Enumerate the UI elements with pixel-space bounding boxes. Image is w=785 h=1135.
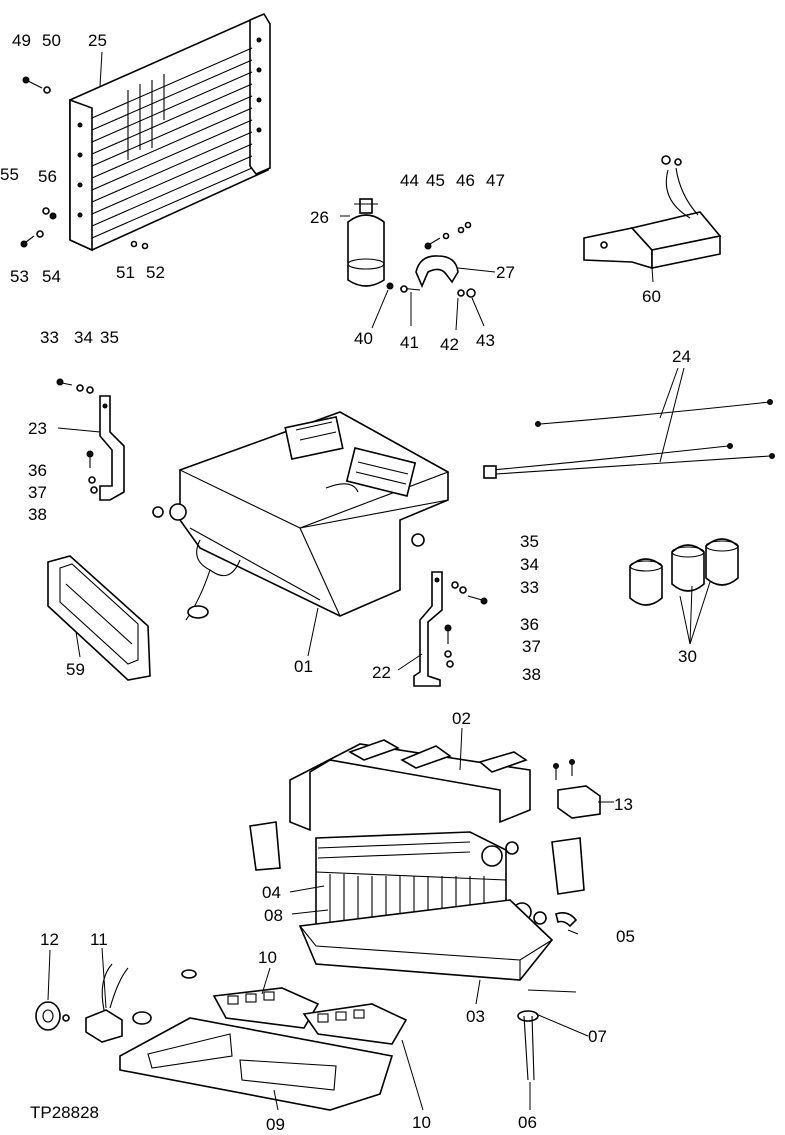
- callout-34-left: 34: [74, 328, 93, 347]
- callout-59: 59: [66, 660, 85, 679]
- callout-10-bottom: 10: [412, 1113, 431, 1132]
- callout-41: 41: [400, 333, 419, 352]
- callout-07: 07: [588, 1027, 607, 1046]
- callout-47: 47: [486, 171, 505, 190]
- switch-part-11: [85, 963, 152, 1043]
- motor-part-12: [35, 1001, 70, 1031]
- grille-part-59: [47, 555, 151, 681]
- mounting-bracket-part-22: [413, 571, 488, 687]
- callout-23: 23: [28, 419, 47, 438]
- callout-37-left: 37: [28, 483, 47, 502]
- callout-30: 30: [678, 647, 697, 666]
- switch-bracket-part-60: [583, 155, 722, 270]
- mounting-bracket-part-23: [56, 378, 125, 501]
- receiver-dryer-part-26: [347, 198, 385, 287]
- bottom-panel-part-09: [119, 1017, 394, 1111]
- callout-33-right: 33: [520, 578, 539, 597]
- ac-unit-assembly-part-01: [152, 411, 450, 621]
- callout-60: 60: [642, 287, 661, 306]
- clamp-part-27: [386, 221, 476, 298]
- callout-02: 02: [452, 709, 471, 728]
- callout-26: 26: [310, 208, 329, 227]
- bolt-part-49: [22, 76, 51, 94]
- callout-49: 49: [12, 31, 31, 50]
- callout-35-left: 35: [100, 328, 119, 347]
- callout-36-left: 36: [28, 461, 47, 480]
- resistor-part-13: [553, 759, 601, 819]
- callout-09: 09: [266, 1115, 285, 1134]
- drain-tube-part-06: [517, 1010, 539, 1081]
- callout-51: 51: [116, 263, 135, 282]
- callout-33-left: 33: [40, 328, 59, 347]
- upper-housing-part-02: [289, 739, 531, 832]
- callout-42: 42: [440, 335, 459, 354]
- callout-40: 40: [354, 329, 373, 348]
- callout-54: 54: [42, 267, 61, 286]
- callout-52: 52: [146, 263, 165, 282]
- callout-labels: 49 50 25 55 56 53 54 51 52 26 44 45 46 4…: [0, 31, 697, 1134]
- figure-id: TP28828: [30, 1103, 99, 1122]
- callout-27: 27: [496, 263, 515, 282]
- callout-01: 01: [294, 657, 313, 676]
- condenser-part-25: [69, 12, 271, 252]
- callout-35-right: 35: [520, 532, 539, 551]
- callout-25: 25: [88, 31, 107, 50]
- callout-10-top: 10: [258, 948, 277, 967]
- wire-harness-part-24: [483, 399, 775, 479]
- callout-53: 53: [10, 267, 29, 286]
- callout-06: 06: [518, 1113, 537, 1132]
- callout-44: 44: [400, 171, 419, 190]
- louvers-part-10: [181, 969, 408, 1045]
- callout-08: 08: [264, 906, 283, 925]
- callout-37-right: 37: [522, 637, 541, 656]
- callout-04: 04: [262, 883, 281, 902]
- callout-38-right: 38: [522, 665, 541, 684]
- callout-36-right: 36: [520, 615, 539, 634]
- isolators-part-30: [629, 538, 739, 606]
- callout-43: 43: [476, 331, 495, 350]
- side-gaskets-part-08: [249, 821, 585, 895]
- callout-13: 13: [614, 795, 633, 814]
- callout-45: 45: [426, 171, 445, 190]
- lower-housing-part-03: [298, 899, 577, 993]
- callout-55: 55: [0, 165, 19, 184]
- callout-11: 11: [90, 930, 108, 949]
- callout-12: 12: [40, 930, 59, 949]
- callout-38-left: 38: [28, 505, 47, 524]
- callout-56: 56: [38, 167, 57, 186]
- leader-lines: [47, 51, 711, 1111]
- callout-46: 46: [456, 171, 475, 190]
- bolts-part-53-56: [20, 207, 149, 250]
- callout-22: 22: [372, 663, 391, 682]
- callout-50: 50: [42, 31, 61, 50]
- callout-34-right: 34: [520, 555, 539, 574]
- callout-05: 05: [616, 927, 635, 946]
- callout-24: 24: [672, 347, 691, 366]
- callout-03: 03: [466, 1007, 485, 1026]
